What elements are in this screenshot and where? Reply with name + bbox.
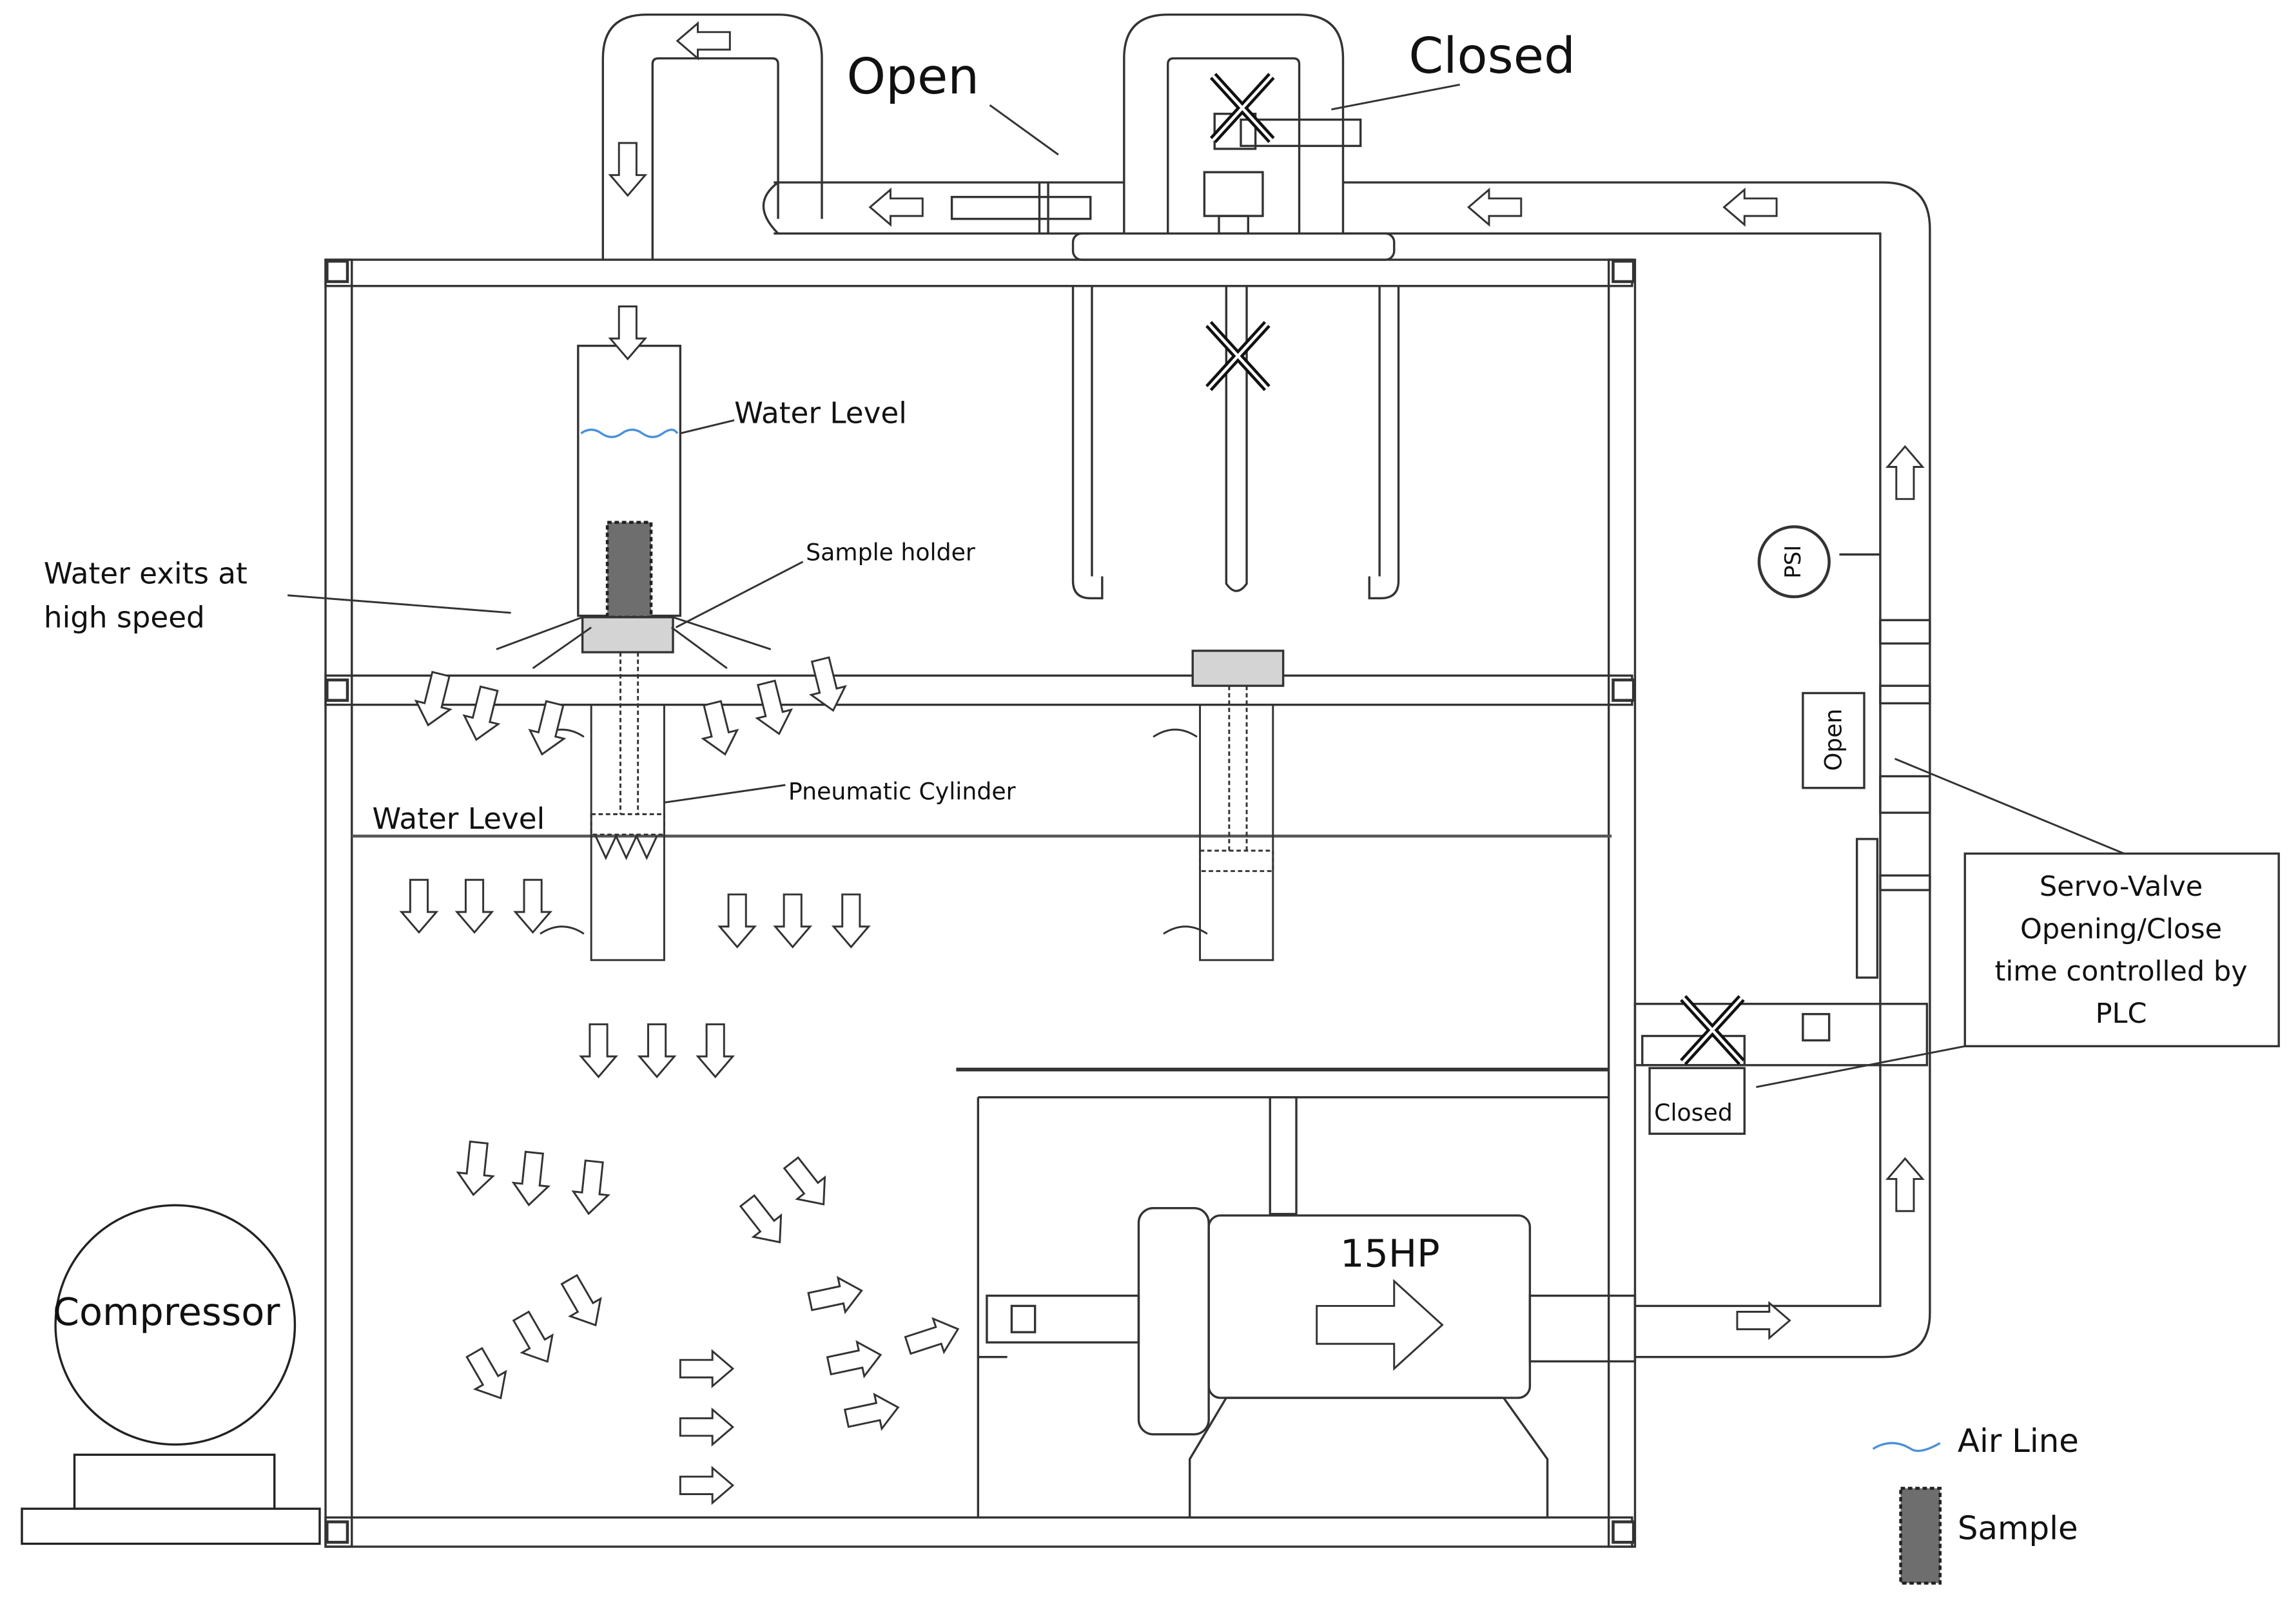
legend: Air Line Sample bbox=[1872, 1422, 2079, 1585]
servo-valve-line-1: Servo-Valve bbox=[2040, 871, 2203, 903]
servo-valve-line-4: PLC bbox=[2096, 998, 2147, 1030]
spray-lines bbox=[496, 616, 772, 670]
pneumatic-cylinder-left bbox=[540, 652, 665, 962]
flow-arrow bbox=[1886, 445, 1924, 500]
legend-air-line-swatch bbox=[1872, 1442, 1941, 1452]
closed-valve-label: Closed bbox=[1654, 1099, 1733, 1126]
flow-arrow bbox=[774, 893, 812, 948]
flow-arrow bbox=[1736, 1302, 1791, 1339]
servo-valve-line-2: Opening/Close bbox=[2020, 913, 2222, 945]
pump-enclosure bbox=[956, 1067, 1637, 1519]
flow-arrow bbox=[510, 1150, 553, 1208]
flow-arrow bbox=[580, 1023, 618, 1078]
sample-holder-right bbox=[1191, 650, 1285, 687]
flow-arrow bbox=[832, 893, 870, 948]
servo-valve-line-3: time controlled by bbox=[1994, 956, 2247, 988]
flow-arrows bbox=[400, 22, 1924, 1504]
flow-arrow bbox=[869, 188, 924, 226]
flow-arrow bbox=[732, 1189, 795, 1254]
open-valve-label: Open bbox=[1820, 709, 1847, 771]
x-marker-highlights bbox=[1207, 75, 1743, 1063]
flow-arrow bbox=[694, 698, 743, 760]
flow-arrow bbox=[514, 878, 552, 934]
flow-arrow bbox=[776, 1151, 839, 1216]
motor-direction-arrow bbox=[1316, 1279, 1444, 1371]
flow-arrow bbox=[454, 1139, 498, 1198]
legend-air-line-label: Air Line bbox=[1958, 1422, 2079, 1460]
flow-arrow bbox=[1723, 188, 1778, 226]
flow-arrow bbox=[458, 1342, 517, 1408]
pneumatic-cylinder-label: Pneumatic Cylinder bbox=[788, 778, 1016, 806]
flow-arrow bbox=[400, 878, 438, 934]
flow-arrow bbox=[697, 1023, 734, 1078]
water-level-column-label: Water Level bbox=[734, 396, 907, 430]
water-exits-line-1: Water exits at bbox=[44, 557, 248, 591]
flow-arrow bbox=[824, 1337, 886, 1384]
flow-arrow bbox=[1886, 1157, 1924, 1212]
pneumatic-cylinder-right bbox=[1153, 686, 1274, 962]
sample-holder-label: Sample holder bbox=[806, 538, 975, 566]
compressor-label: Compressor bbox=[53, 1290, 280, 1334]
flow-arrow bbox=[901, 1311, 965, 1363]
legend-sample-swatch bbox=[1899, 1487, 1942, 1585]
flow-arrow bbox=[748, 677, 797, 739]
flow-arrow bbox=[456, 878, 493, 934]
flow-arrow bbox=[553, 1270, 612, 1335]
compressor: Compressor bbox=[21, 1204, 321, 1545]
closed-valve-box bbox=[1648, 1067, 1746, 1135]
flow-arrow bbox=[458, 683, 507, 745]
open-top-label: Open bbox=[847, 48, 980, 106]
flow-arrow bbox=[410, 668, 459, 731]
flow-arrow bbox=[842, 1389, 903, 1436]
flow-arrow bbox=[505, 1306, 564, 1371]
sample-holder bbox=[581, 616, 674, 653]
flow-arrow bbox=[638, 1023, 676, 1078]
water-exits-line-2: high speed bbox=[44, 601, 205, 635]
flow-arrow bbox=[719, 893, 756, 948]
flow-arrow bbox=[679, 1350, 734, 1387]
right-valve-assembly bbox=[1633, 553, 1931, 1067]
open-valve-box bbox=[1802, 691, 1865, 789]
flow-arrow bbox=[1467, 188, 1523, 226]
water-level-tank-label: Water Level bbox=[372, 802, 545, 836]
callout-lines bbox=[287, 83, 2125, 1088]
flow-arrow bbox=[679, 1408, 734, 1445]
flow-arrow bbox=[570, 1158, 613, 1217]
flow-arrow bbox=[679, 1467, 734, 1504]
nozzle-pipes bbox=[1071, 285, 1400, 599]
flow-arrow bbox=[805, 1272, 866, 1320]
psi-gauge: PSI bbox=[1757, 525, 1831, 599]
closed-top-label: Closed bbox=[1408, 28, 1575, 85]
flow-arrow bbox=[676, 22, 731, 60]
legend-sample-label: Sample bbox=[1958, 1510, 2078, 1547]
psi-gauge-label: PSI bbox=[1780, 545, 1806, 579]
flow-arrow bbox=[609, 142, 647, 197]
closed-x-markers bbox=[1205, 73, 1745, 1065]
motor-rating-label: 15HP bbox=[1340, 1231, 1440, 1275]
sample-in-holder bbox=[605, 521, 653, 619]
top-piping bbox=[601, 13, 1931, 1358]
flow-arrow bbox=[609, 305, 647, 360]
servo-valve-callout-box bbox=[1963, 852, 2280, 1048]
